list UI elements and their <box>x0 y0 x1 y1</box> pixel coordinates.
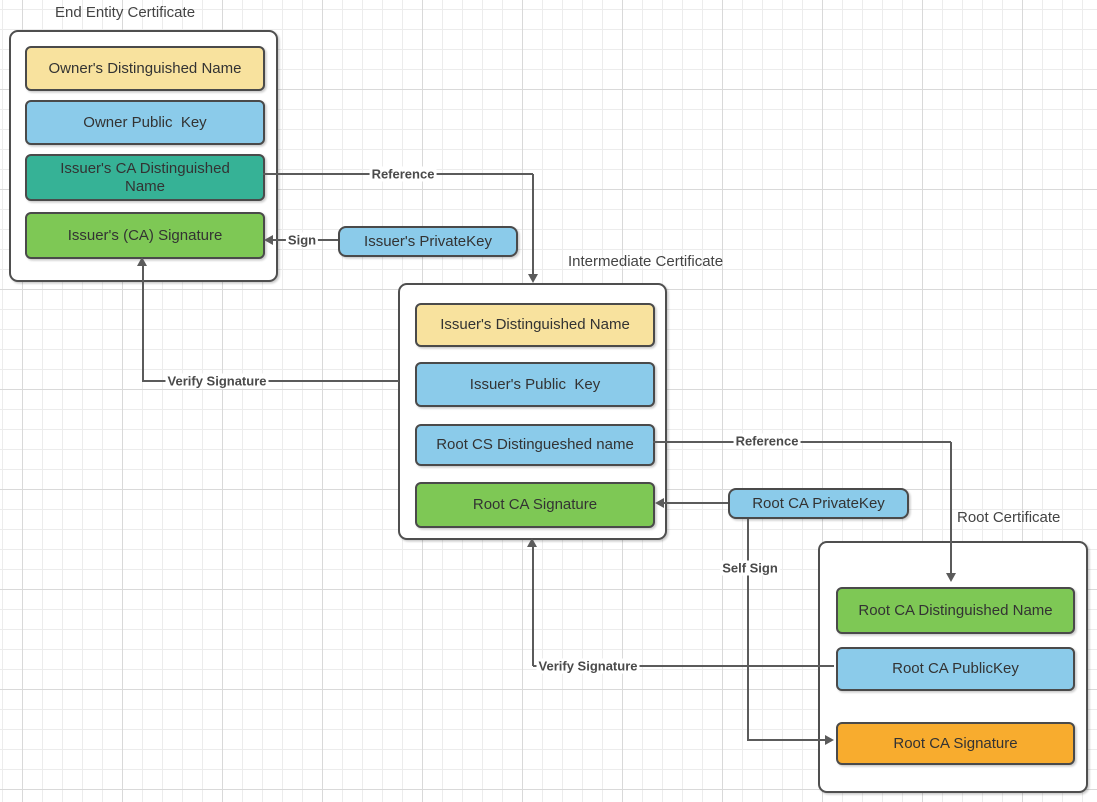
root-certificate-box[interactable]: Root CA Distinguished Name Root CA Publi… <box>818 541 1088 793</box>
root-ca-signature-root-field[interactable]: Root CA Signature <box>836 722 1075 765</box>
owner-public-key-field[interactable]: Owner Public Key <box>25 100 265 145</box>
verify-signature-right-arrowhead-icon <box>527 538 537 547</box>
owners-distinguished-name-label: Owner's Distinguished Name <box>48 59 242 77</box>
issuers-private-key-box[interactable]: Issuer's PrivateKey <box>338 226 518 257</box>
self-sign-line-v <box>747 519 749 740</box>
root-ca-signature-intermediate-field[interactable]: Root CA Signature <box>415 482 655 528</box>
owner-public-key-label: Owner Public Key <box>83 113 207 131</box>
issuers-public-key-label: Issuer's Public Key <box>469 375 601 393</box>
issuers-private-key-label: Issuer's PrivateKey <box>364 233 492 250</box>
issuers-ca-signature-field[interactable]: Issuer's (CA) Signature <box>25 212 265 259</box>
reference-top-arrowhead-icon <box>528 274 538 283</box>
root-ca-private-key-box[interactable]: Root CA PrivateKey <box>728 488 909 519</box>
root-ca-distinguished-name-label: Root CA Distinguished Name <box>858 601 1053 619</box>
reference-top-line-v <box>532 174 534 275</box>
end-entity-certificate-title: End Entity Certificate <box>54 4 196 21</box>
intermediate-certificate-box[interactable]: Issuer's Distinguished Name Issuer's Pub… <box>398 283 667 540</box>
end-entity-certificate-box[interactable]: Owner's Distinguished Name Owner Public … <box>9 30 278 282</box>
reference-right-line-v <box>950 442 952 574</box>
issuers-distinguished-name-label: Issuer's Distinguished Name <box>440 316 630 333</box>
root-private-key-sign-arrowhead-icon <box>655 498 664 508</box>
issuers-ca-distinguished-name-field[interactable]: Issuer's CA Distinguished Name <box>25 154 265 201</box>
self-sign-label: Self Sign <box>720 560 780 576</box>
intermediate-certificate-title: Intermediate Certificate <box>568 253 724 270</box>
verify-signature-left-line-h <box>143 380 399 382</box>
owners-distinguished-name-field[interactable]: Owner's Distinguished Name <box>25 46 265 91</box>
verify-signature-right-line-v <box>532 547 534 666</box>
verify-signature-right-line-h <box>533 665 834 667</box>
issuers-ca-distinguished-name-label: Issuer's CA Distinguished Name <box>60 159 234 195</box>
root-ca-publickey-label: Root CA PublicKey <box>892 660 1019 677</box>
root-ca-distinguished-name-field[interactable]: Root CA Distinguished Name <box>836 587 1075 634</box>
root-ca-signature-intermediate-label: Root CA Signature <box>472 496 598 513</box>
root-cs-distingueshed-name-label: Root CS Distingueshed name <box>436 436 634 453</box>
issuers-public-key-field[interactable]: Issuer's Public Key <box>415 362 655 407</box>
reference-top-label: Reference <box>369 166 437 182</box>
reference-right-arrowhead-icon <box>946 573 956 582</box>
self-sign-arrowhead-icon <box>825 735 834 745</box>
root-cs-distingueshed-name-field[interactable]: Root CS Distingueshed name <box>415 424 655 466</box>
root-ca-publickey-field[interactable]: Root CA PublicKey <box>836 647 1075 691</box>
verify-signature-left-arrowhead-icon <box>137 257 147 266</box>
sign-label: Sign <box>285 232 319 248</box>
issuers-distinguished-name-field[interactable]: Issuer's Distinguished Name <box>415 303 655 347</box>
root-ca-private-key-label: Root CA PrivateKey <box>752 495 885 512</box>
root-ca-signature-root-label: Root CA Signature <box>893 734 1018 752</box>
sign-arrowhead-icon <box>264 235 273 245</box>
verify-signature-left-label: Verify Signature <box>165 373 269 389</box>
root-certificate-title: Root Certificate <box>957 509 1061 526</box>
root-private-key-sign-line-h <box>663 502 728 504</box>
self-sign-line-h <box>747 739 825 741</box>
verify-signature-right-label: Verify Signature <box>536 658 640 674</box>
reference-right-line-h <box>653 441 951 443</box>
verify-signature-left-line-v <box>142 266 144 382</box>
issuers-ca-signature-label: Issuer's (CA) Signature <box>67 226 223 244</box>
reference-right-label: Reference <box>733 433 801 449</box>
